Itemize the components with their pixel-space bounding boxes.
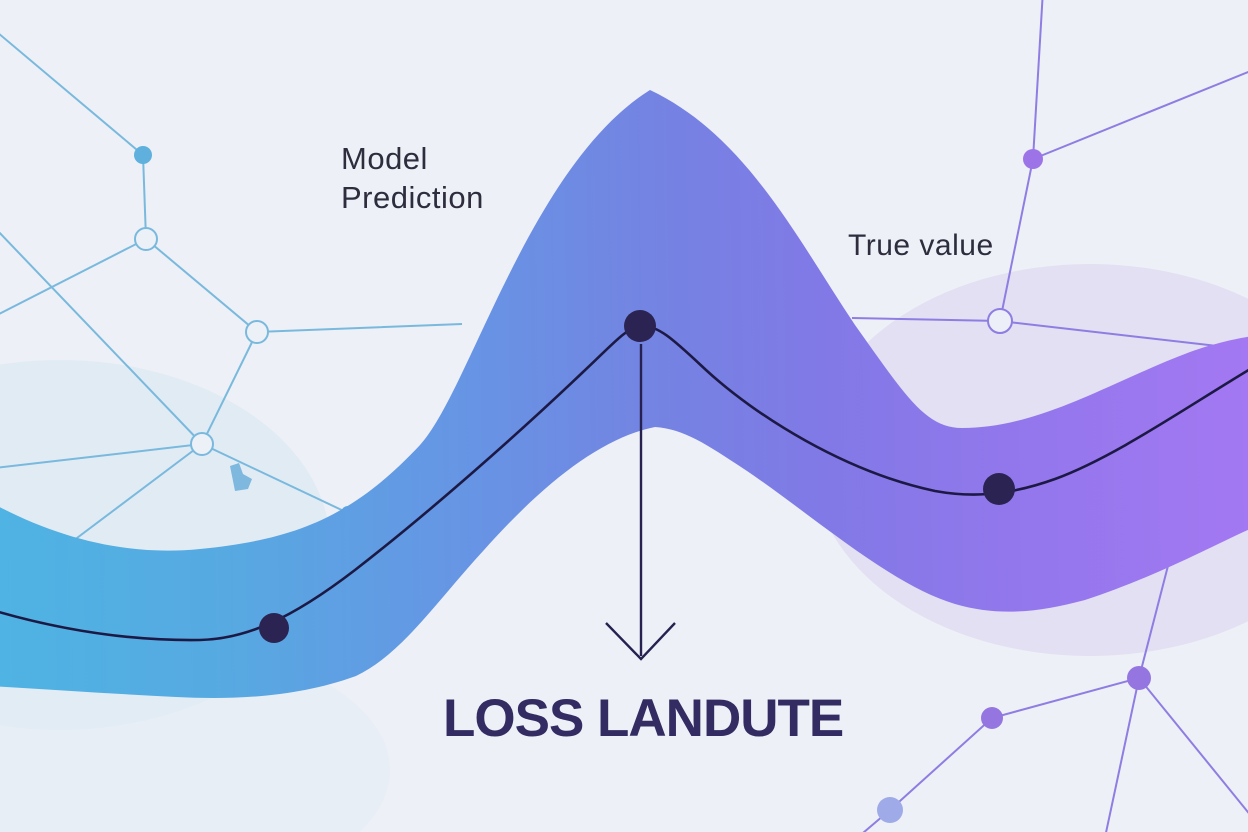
data-point-middle — [624, 310, 656, 342]
mesh-line — [1105, 677, 1140, 832]
mesh-node-ring — [134, 227, 158, 251]
data-point-left — [259, 613, 289, 643]
mesh-node-filled — [1127, 666, 1151, 690]
page-title: LOSS LANDUTE — [443, 689, 844, 748]
right-network-mesh — [851, 0, 1248, 832]
data-point-right — [983, 473, 1015, 505]
mesh-line — [1138, 677, 1248, 814]
mesh-node-filled — [1023, 149, 1043, 169]
mesh-line — [0, 33, 148, 315]
model-prediction-line2: Prediction — [341, 180, 484, 215]
model-prediction-line1: Model — [341, 141, 428, 176]
mesh-line — [0, 231, 203, 445]
mesh-node-filled — [981, 707, 1003, 729]
loss-arrow-head — [605, 622, 676, 661]
mesh-line — [999, 158, 1034, 322]
mesh-node-filled — [877, 797, 903, 823]
true-value-label: True value — [848, 229, 994, 262]
mesh-node-ring — [245, 320, 269, 344]
data-points — [259, 310, 1015, 643]
mesh-node-filled — [134, 146, 152, 164]
mesh-node-ring — [987, 308, 1013, 334]
mesh-node-ring — [190, 432, 214, 456]
loss-arrow — [605, 344, 676, 661]
mesh-glitch-blob — [230, 463, 252, 491]
loss-ribbon — [0, 90, 1248, 698]
